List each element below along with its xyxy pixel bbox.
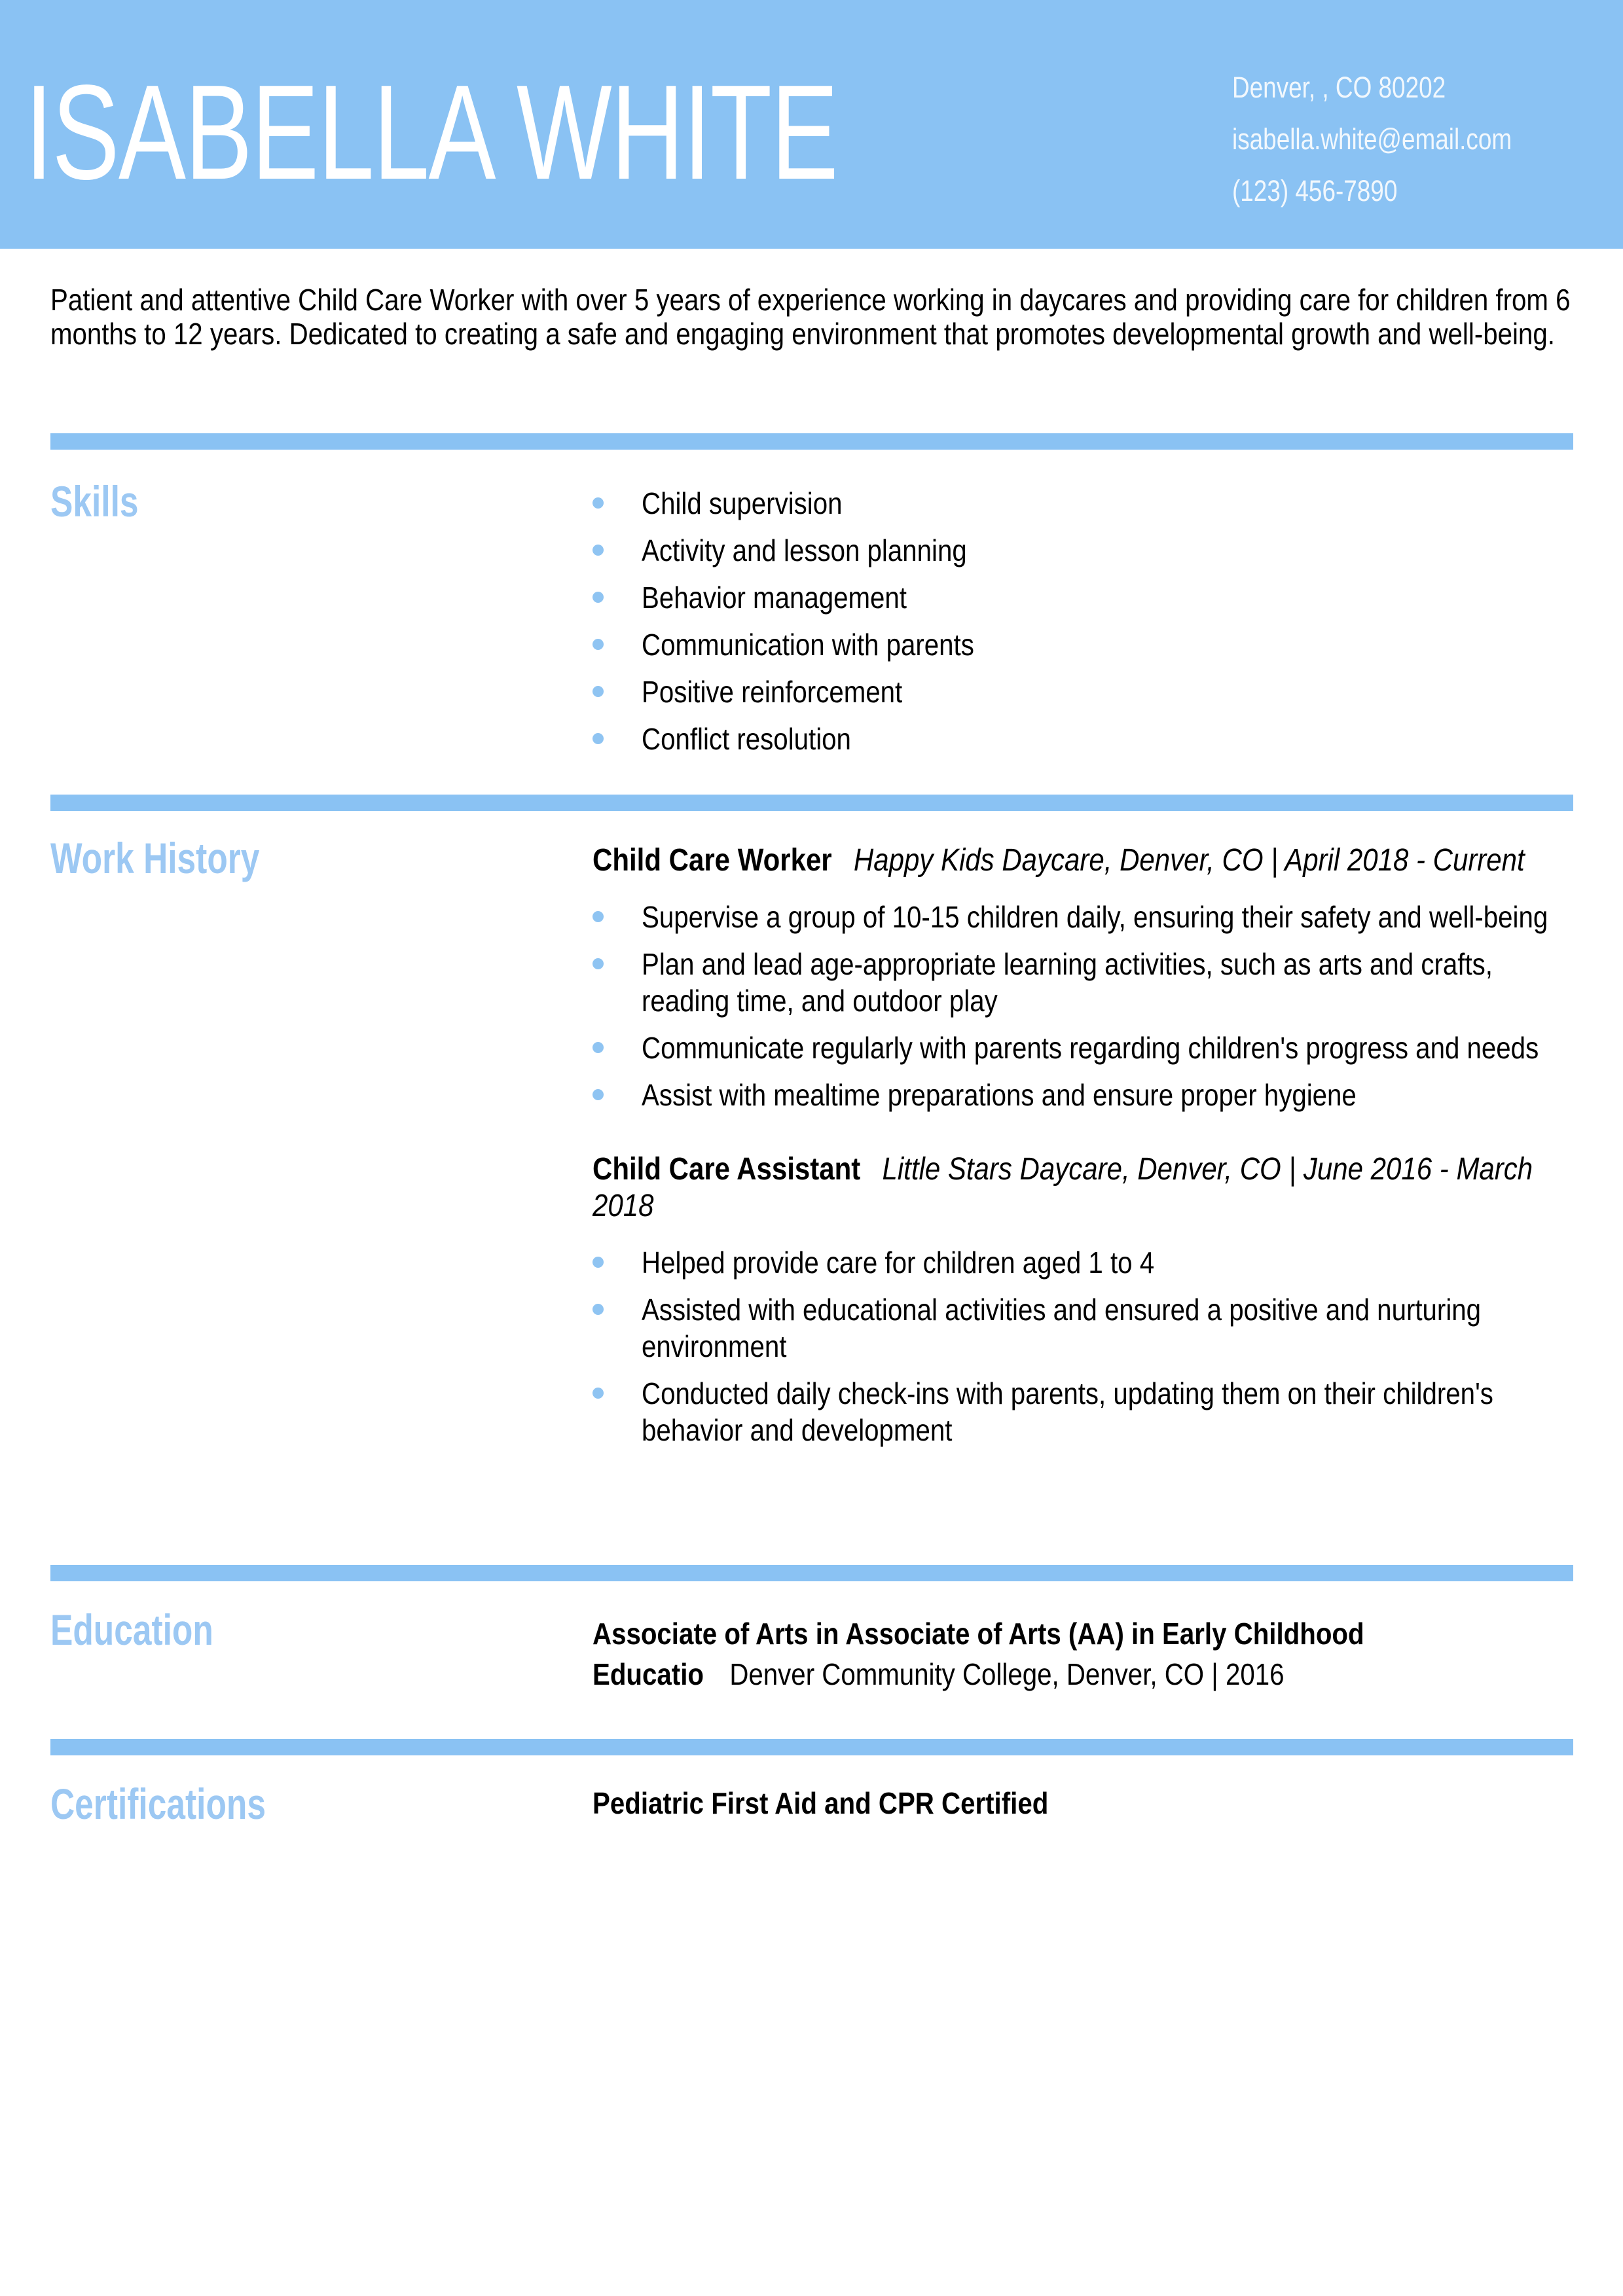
job-bullet: Conducted daily check-ins with parents, …: [593, 1375, 1573, 1448]
section-heading-education: Education: [50, 1605, 213, 1654]
job-bullet: Assisted with educational activities and…: [593, 1291, 1573, 1365]
job-meta: Happy Kids Daycare, Denver, CO | April 2…: [853, 843, 1525, 878]
job-bullet: Plan and lead age-appropriate learning a…: [593, 946, 1573, 1019]
bullet-icon: [593, 639, 604, 650]
bullet-text: Assisted with educational activities and…: [642, 1293, 1482, 1363]
section-heading-certifications: Certifications: [50, 1780, 266, 1828]
job-bullet: Communicate regularly with parents regar…: [593, 1030, 1573, 1066]
bullet-icon: [593, 958, 604, 969]
contact-phone: (123) 456-7890: [1232, 174, 1398, 207]
bullet-icon: [593, 911, 604, 922]
bullet-icon: [593, 1257, 604, 1268]
skill-item: Behavior management: [593, 579, 1573, 616]
education-content: Associate of Arts in Associate of Arts (…: [593, 1608, 1573, 1695]
skill-label: Child supervision: [642, 486, 843, 520]
skill-item: Activity and lesson planning: [593, 532, 1573, 569]
skill-label: Communication with parents: [642, 628, 974, 662]
bullet-icon: [593, 686, 604, 697]
bullet-text: Plan and lead age-appropriate learning a…: [642, 947, 1493, 1018]
section-divider: [50, 1565, 1573, 1581]
bullet-text: Assist with mealtime preparations and en…: [642, 1078, 1357, 1112]
summary-text: Patient and attentive Child Care Worker …: [50, 283, 1571, 351]
education-section: Education Associate of Arts in Associate…: [50, 1608, 1573, 1695]
section-heading-skills: Skills: [50, 477, 139, 526]
skill-label: Activity and lesson planning: [642, 533, 967, 567]
header-band: ISABELLA WHITE Denver, , CO 80202 isabel…: [0, 0, 1623, 249]
skill-item: Conflict resolution: [593, 721, 1573, 757]
skill-label: Positive reinforcement: [642, 675, 903, 709]
bullet-icon: [593, 1042, 604, 1053]
job-title-line: Child Care Worker Happy Kids Daycare, Den…: [593, 842, 1573, 879]
bullet-text: Conducted daily check-ins with parents, …: [642, 1376, 1493, 1447]
job-entry: Child Care Worker Happy Kids Daycare, Den…: [593, 842, 1573, 1113]
job-bullet: Supervise a group of 10-15 children dail…: [593, 899, 1573, 935]
work-history-content: Child Care Worker Happy Kids Daycare, Den…: [593, 836, 1573, 1448]
job-title: Child Care Worker: [593, 843, 832, 878]
job-title: Child Care Assistant: [593, 1152, 861, 1187]
skills-list: Child supervision Activity and lesson pl…: [593, 480, 1573, 757]
skill-label: Conflict resolution: [642, 722, 851, 756]
bullet-text: Communicate regularly with parents regar…: [642, 1031, 1539, 1065]
contact-address: Denver, , CO 80202: [1232, 71, 1446, 104]
skills-section: Skills Child supervision Activity and le…: [50, 480, 1573, 757]
job-bullet-list: Supervise a group of 10-15 children dail…: [593, 899, 1573, 1113]
contact-info: Denver, , CO 80202 isabella.white@email.…: [1232, 62, 1573, 217]
name-text: ISABELLA WHITE: [25, 57, 839, 207]
skill-item: Positive reinforcement: [593, 673, 1573, 710]
section-divider: [50, 1739, 1573, 1755]
name-title: ISABELLA WHITE: [25, 65, 1108, 200]
bullet-icon: [593, 497, 604, 509]
bullet-icon: [593, 545, 604, 556]
skill-item: Child supervision: [593, 485, 1573, 522]
bullet-text: Helped provide care for children aged 1 …: [642, 1246, 1155, 1280]
section-divider: [50, 795, 1573, 811]
summary-section: Patient and attentive Child Care Worker …: [50, 283, 1573, 351]
certification-item: Pediatric First Aid and CPR Certified: [593, 1786, 1049, 1820]
job-bullet-list: Helped provide care for children aged 1 …: [593, 1244, 1573, 1448]
school-info: Denver Community College, Denver, CO | 2…: [729, 1657, 1285, 1691]
section-heading-work-history: Work History: [50, 834, 260, 882]
bullet-icon: [593, 733, 604, 744]
work-history-section: Work History Child Care Worker Happy Kids…: [50, 836, 1573, 1448]
skill-item: Communication with parents: [593, 626, 1573, 663]
degree-title: Associate of Arts in Associate of Arts (…: [593, 1617, 1364, 1691]
certifications-section: Certifications Pediatric First Aid and C…: [50, 1782, 1573, 1825]
bullet-icon: [593, 1388, 604, 1399]
bullet-icon: [593, 1304, 604, 1315]
job-bullet: Helped provide care for children aged 1 …: [593, 1244, 1573, 1281]
bullet-text: Supervise a group of 10-15 children dail…: [642, 900, 1548, 934]
bullet-icon: [593, 592, 604, 603]
contact-email: isabella.white@email.com: [1232, 122, 1512, 156]
bullet-icon: [593, 1089, 604, 1100]
education-entry: Associate of Arts in Associate of Arts (…: [593, 1613, 1573, 1695]
certifications-content: Pediatric First Aid and CPR Certified: [593, 1782, 1573, 1821]
job-bullet: Assist with mealtime preparations and en…: [593, 1077, 1573, 1113]
job-meta: Little Stars Daycare, Denver, CO | June …: [593, 1152, 1533, 1223]
skill-label: Behavior management: [642, 581, 907, 615]
section-divider: [50, 433, 1573, 450]
